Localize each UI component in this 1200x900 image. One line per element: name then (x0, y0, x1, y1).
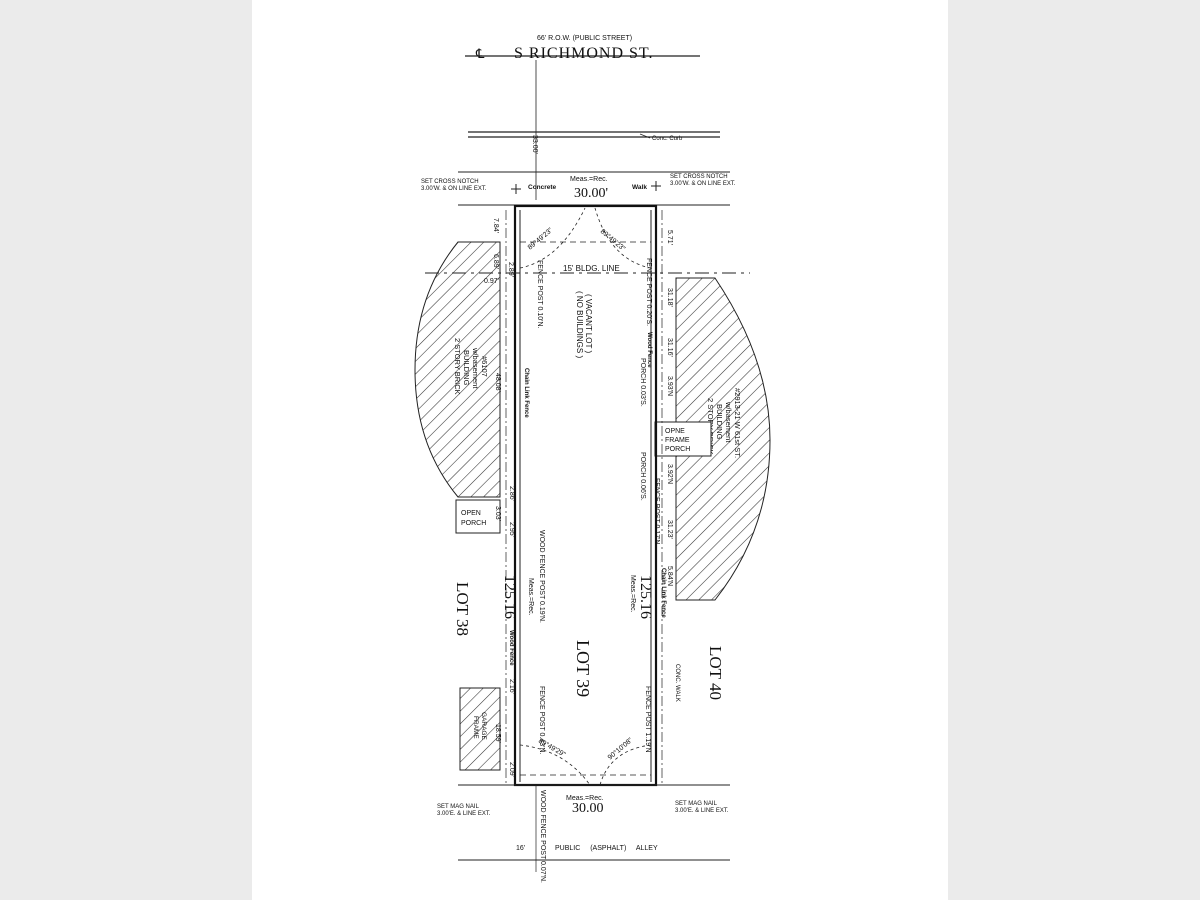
left-dims: 7.84' 6.89' 0.97' 2.89' 48.08' 2.86' 3.0… (484, 218, 515, 777)
front-angle-left: 89°49'23" (526, 226, 555, 252)
right-dim-2: 31.18' (666, 288, 673, 307)
fence-left-bottom: Wood Fence (508, 630, 514, 666)
cross-notch-left-l2: 3.00'W. & ON LINE EXT. (421, 186, 487, 192)
left-dim-10: 18.59' (494, 724, 501, 743)
cross-notch-right-icon (651, 181, 661, 191)
svg-text:BUILDING: BUILDING (715, 404, 724, 440)
alley-fence-note: WOOD FENCE POST 0.07'N. (539, 790, 546, 883)
left-dim-6: 2.86' (508, 486, 515, 501)
right-dim-6: 31.23' (666, 520, 673, 539)
lot40-porch-l1: OPNE (665, 428, 685, 435)
alley-label: PUBLIC (ASPHALT) ALLEY (555, 845, 658, 852)
centerline-symbol: ℄ (475, 46, 485, 61)
right-dim-3: 31.16' (666, 338, 673, 357)
mag-nail-right-l1: SET MAG NAIL (675, 801, 718, 807)
fence-note-5: FENCE POST 0.17'N. (653, 478, 660, 547)
svg-text:BUILDING: BUILDING (462, 350, 471, 386)
fence-note-4: PORCH 0.06'S. (639, 452, 646, 501)
fence-note-8: FENCE POST 1.19'N (644, 686, 651, 753)
curb-label: Conc. Curb (652, 136, 683, 142)
lot39-name: LOT 39 (573, 640, 593, 697)
mag-nail-left-l2: 3.00'E. & LINE EXT. (437, 811, 491, 817)
svg-text:#6107: #6107 (480, 356, 489, 377)
walk-concrete-label: Concrete (528, 184, 557, 191)
lot38-building-label: 2 STORY BRICK BUILDING w/basement #6107 (453, 338, 489, 395)
lot38-porch-l1: OPEN (461, 510, 481, 517)
lot40-frame-porch (654, 421, 712, 457)
fence-note-1: FENCE POST 0.10'N. (536, 260, 543, 329)
cross-notch-right-l1: SET CROSS NOTCH (670, 174, 728, 180)
lot38-garage-label: FRAME GARAGE (472, 712, 487, 740)
fence-right-top: Wood Fence (646, 332, 652, 368)
svg-text:w/basement: w/basement (724, 401, 733, 443)
lot39-notes: ( VACANT LOT ) ( NO BUILDINGS ) FENCE PO… (508, 258, 666, 755)
svg-text:w/basement: w/basement (471, 347, 480, 389)
alley-width: 16' (516, 845, 525, 852)
svg-text:GARAGE: GARAGE (480, 712, 487, 740)
front-dimension: 30.00' (574, 186, 608, 201)
left-dim-2: 6.89' (492, 254, 499, 269)
lot38-building (414, 241, 501, 498)
row-note: 66' R.O.W. (PUBLIC STREET) (537, 35, 632, 42)
street-name: S RICHMOND ST. (514, 45, 654, 62)
rear-angle-right: 90°10'08" (606, 736, 635, 762)
centerline-dim: 33.00' (531, 135, 538, 154)
rear-meas-rec: Meas.=Rec. (566, 795, 604, 802)
fence-right-bottom: Chain Link Fence (660, 568, 666, 618)
side-right-dimension: 125.16 (637, 575, 654, 619)
right-dim-1: 5.71' (666, 230, 673, 245)
lot38-porch-l2: PORCH (461, 520, 486, 527)
lot40-name: LOT 40 (706, 646, 725, 700)
fence-note-2: FENCE POST 0.20'S. (645, 258, 652, 326)
front-meas-rec: Meas.=Rec. (570, 176, 608, 183)
left-dim-8: 2.95' (508, 522, 515, 537)
left-dim-1: 7.84' (492, 218, 499, 233)
cross-notch-left-l1: SET CROSS NOTCH (421, 179, 479, 185)
left-dim-4: 2.89' (507, 262, 514, 277)
fence-left-top: Chain Link Fence (523, 368, 529, 418)
lot40-porch-l3: PORCH (665, 446, 690, 453)
lot38-open-porch (455, 499, 501, 534)
walk-walk-label: Walk (632, 184, 647, 191)
left-dim-5: 48.08' (494, 373, 501, 392)
vacant-lot-l1: ( VACANT LOT ) (584, 294, 593, 353)
right-dim-7: 5.84'N (666, 566, 673, 586)
plat-sheet (252, 0, 948, 900)
svg-text:FRAME: FRAME (472, 716, 479, 739)
mag-nail-right-l2: 3.00'E. & LINE EXT. (675, 808, 729, 814)
front-angle-right: 89°49'23" (599, 227, 628, 253)
building-line-label: 15' BLDG. LINE (563, 264, 620, 273)
right-dim-4: 3.93'N (666, 376, 673, 396)
mag-nail-left-l1: SET MAG NAIL (437, 804, 480, 810)
left-dim-3: 0.97' (484, 278, 499, 285)
fence-note-6: WOOD FENCE POST 0.19'N. (538, 530, 545, 623)
lot38-name: LOT 38 (453, 582, 472, 636)
side-right-note: Meas.=Rec. (629, 575, 636, 613)
svg-text:#2913-21 W 61st ST.: #2913-21 W 61st ST. (733, 388, 742, 458)
cross-notch-right-l2: 3.00'W. & ON LINE EXT. (670, 181, 736, 187)
svg-text:2 STORY BRICK: 2 STORY BRICK (453, 338, 462, 395)
rear-dimension: 30.00 (572, 801, 604, 816)
lot40-porch-l2: FRAME (665, 437, 690, 444)
cross-notch-left-icon (511, 184, 521, 194)
vacant-lot-l2: ( NO BUILDINGS ) (575, 291, 584, 358)
left-dim-7: 3.03' (494, 506, 501, 521)
conc-walk-label: CONC. WALK (674, 664, 680, 702)
right-dims: 5.71' 31.18' 31.16' 3.93'N 3.92'N 31.23'… (666, 230, 673, 586)
side-left-note: Meas.=Rec. (527, 578, 534, 616)
side-left-dimension: 125.16 (501, 575, 518, 619)
left-dim-11: 2.09' (508, 762, 515, 777)
fence-note-7: FENCE POST 0.43'N. (538, 686, 545, 755)
left-dim-9: 2.16' (508, 679, 515, 694)
lot38-garage (459, 687, 501, 771)
right-dim-5: 3.92'N (666, 464, 673, 484)
lot40-building (675, 277, 771, 601)
fence-note-3: PORCH 0.03'S. (639, 358, 646, 407)
